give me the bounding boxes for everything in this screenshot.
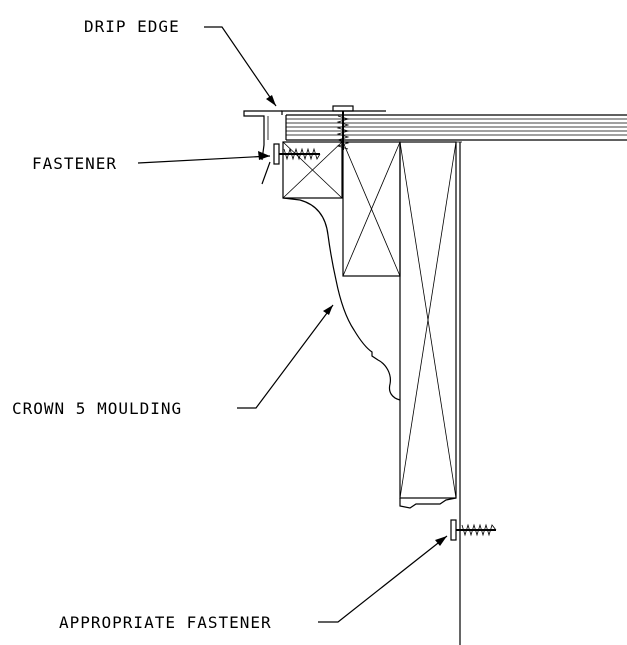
- wall-siding: [456, 141, 462, 645]
- fascia-board: [399, 141, 457, 499]
- roof-deck-layers: [285, 114, 627, 141]
- fastener-screw-icon: [273, 143, 321, 165]
- label-appropriate-fastener: APPROPRIATE FASTENER: [59, 613, 272, 632]
- crown-moulding-profile: [282, 197, 457, 509]
- leader-appropriate-fastener: [318, 535, 448, 623]
- deck-screw-icon: [332, 105, 354, 150]
- drip-edge-flashing: [243, 110, 386, 185]
- leader-drip-edge: [204, 26, 277, 107]
- label-fastener: FASTENER: [32, 154, 117, 173]
- label-crown-moulding: CROWN 5 MOULDING: [12, 399, 182, 418]
- label-drip-edge: DRIP EDGE: [84, 17, 180, 36]
- sub-fascia-block: [282, 141, 343, 199]
- leader-crown-moulding: [237, 304, 334, 409]
- ledger-block: [342, 141, 401, 277]
- leader-fastener: [137, 151, 271, 164]
- appropriate-fastener-screw-icon: [450, 519, 497, 541]
